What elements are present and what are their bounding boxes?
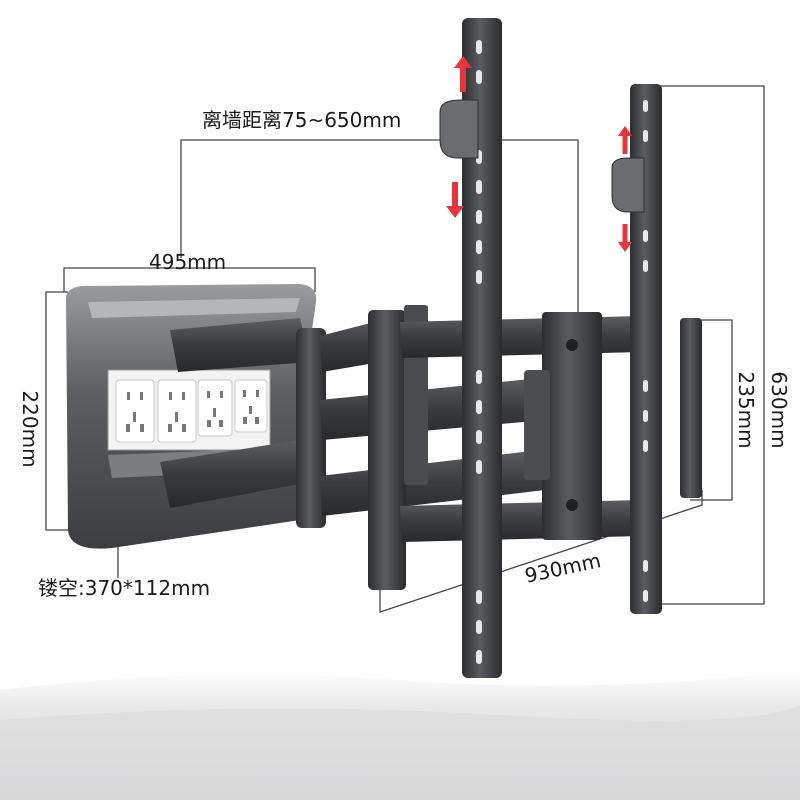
up-arrow-icon	[454, 56, 472, 92]
total-height-label: 630mm	[767, 371, 791, 449]
bracket-hooks	[439, 99, 645, 213]
down-arrow-icon	[618, 224, 632, 252]
box-height-line	[45, 291, 80, 531]
cutout-label: 镂空:370*112mm	[38, 576, 211, 600]
height-adjust-arrows	[446, 56, 632, 252]
total-height-line	[660, 85, 765, 605]
down-arrow-icon	[446, 182, 464, 218]
box-height-label: 220mm	[18, 390, 42, 468]
box-width-label: 495mm	[149, 250, 227, 274]
wall-distance-line	[180, 139, 579, 318]
floor	[0, 670, 800, 800]
power-sockets	[115, 379, 268, 443]
tv-brackets	[462, 18, 702, 678]
power-socket-icon	[197, 379, 233, 437]
box-width-line	[63, 267, 316, 292]
bracket-slots	[476, 40, 648, 664]
power-socket-icon	[234, 379, 268, 433]
inner-height-line	[690, 319, 733, 501]
up-arrow-icon	[618, 126, 632, 154]
power-socket-icon	[115, 379, 155, 443]
wall-distance-label: 离墙距离75~650mm	[202, 108, 402, 132]
inner-height-label: 235mm	[734, 371, 758, 449]
power-socket-icon	[157, 379, 197, 443]
vesa-plate	[524, 312, 602, 540]
